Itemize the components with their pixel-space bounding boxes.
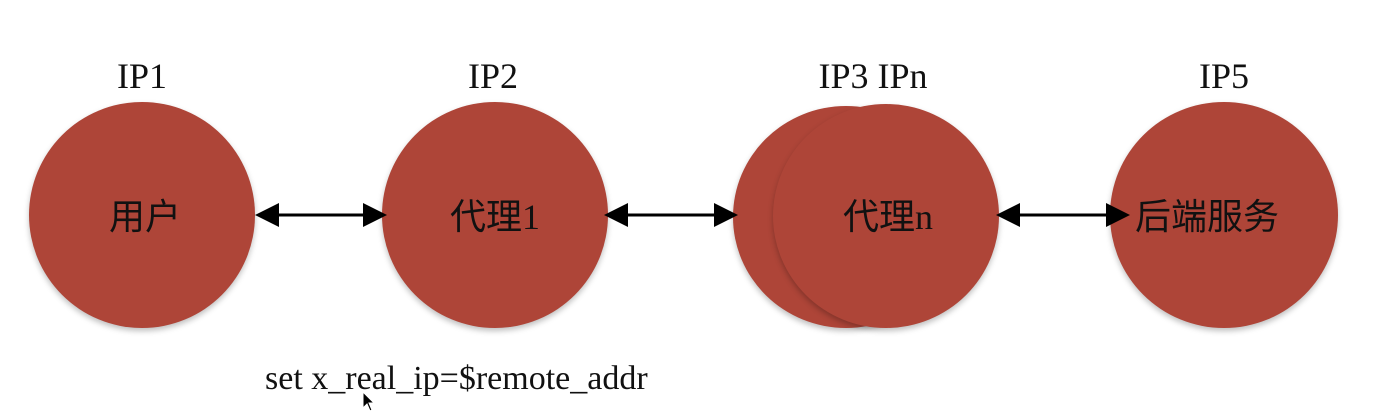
node-proxyn-label: 代理n [842,197,934,237]
ip-label-proxy1: IP2 [467,56,519,96]
node-user [29,102,255,328]
node-user-label: 用户 [108,197,182,237]
node-proxy1-label: 代理1 [449,197,541,237]
node-proxyn [773,104,999,328]
node-backend-label: 后端服务 [1134,197,1280,237]
ip-label-backend: IP5 [1198,56,1250,96]
ip-label-user: IP1 [116,56,168,96]
node-backend [1110,102,1338,328]
ip-label-proxyn: IP3 IPn [818,56,928,96]
set-real-ip-command: set x_real_ip=$remote_addr [265,360,648,397]
node-proxy1 [382,102,608,328]
